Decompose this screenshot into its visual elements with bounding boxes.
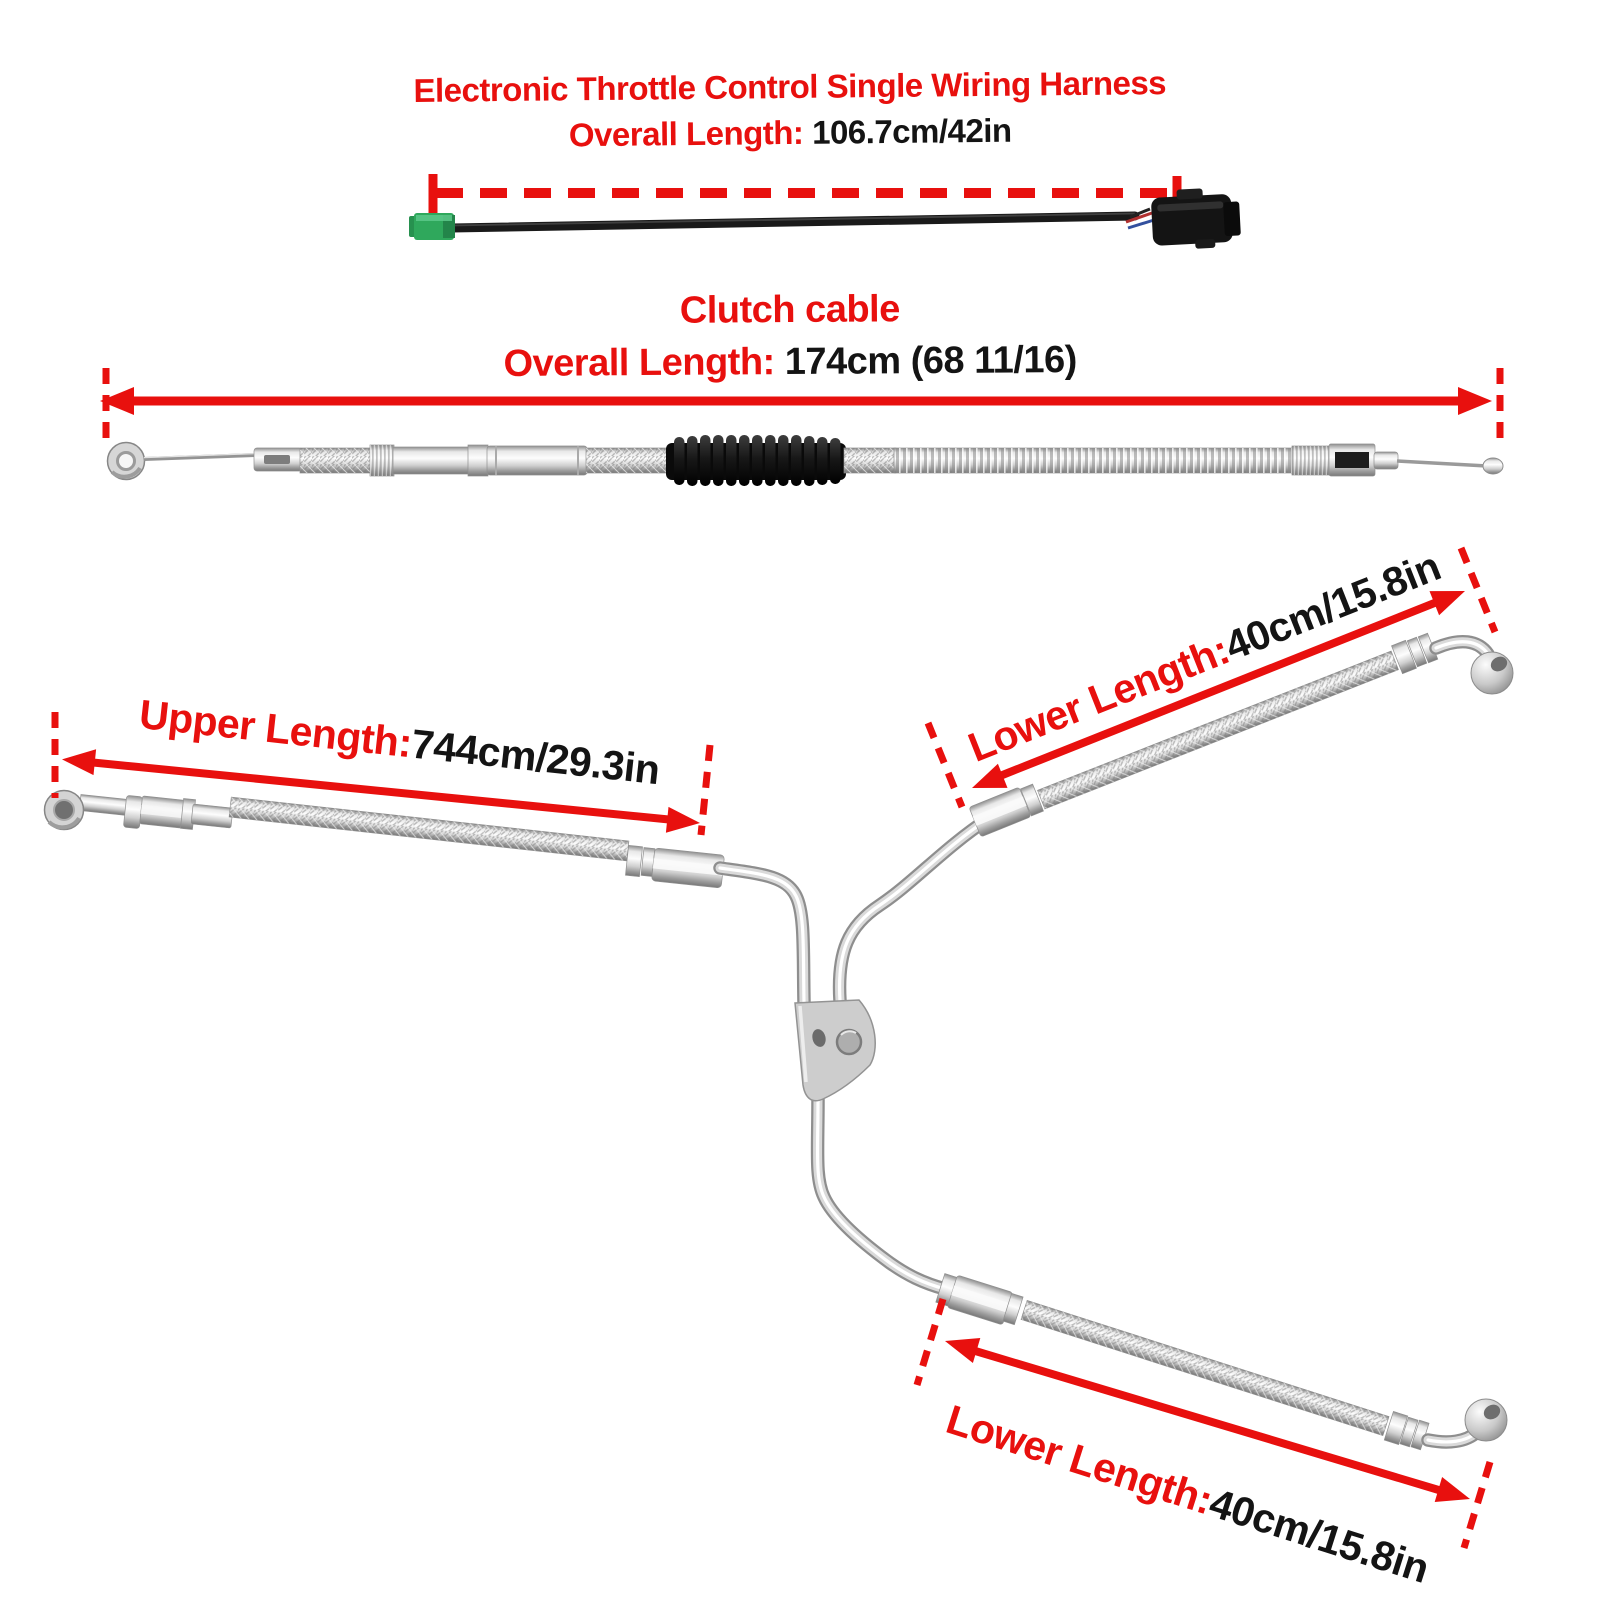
clutch-length-label: Overall Length: <box>503 341 775 386</box>
upper-dimension-line <box>51 712 714 836</box>
clutch-title-block: Clutch cable Overall Length: 174cm (68 1… <box>290 281 1291 393</box>
harness-title-text: Electronic Throttle Control Single Wirin… <box>413 64 1167 109</box>
hard-line-right <box>832 812 995 1008</box>
cable-adjuster-barrel <box>486 445 588 476</box>
harness-dimension-line <box>428 174 1182 215</box>
upper-left-hose <box>43 789 725 889</box>
clutch-title-text: Clutch cable <box>679 288 900 332</box>
harness-title-block: Electronic Throttle Control Single Wirin… <box>290 59 1291 161</box>
clutch-cable-graphic <box>106 435 1504 486</box>
clutch-dimension-line <box>100 368 1504 444</box>
harness-wires <box>1125 207 1155 230</box>
lower-right-hose <box>935 1273 1508 1451</box>
cable-rubber-boot <box>666 435 846 486</box>
black-connector <box>1151 188 1241 249</box>
harness-length-label: Overall Length: <box>568 113 804 153</box>
clutch-length-line: Overall Length: 174cm (68 11/16) <box>290 333 1290 392</box>
mounting-bracket <box>794 999 876 1102</box>
cable-hex-fitting <box>1328 443 1376 477</box>
green-connector <box>409 213 455 240</box>
harness-length-value: 106.7cm/42in <box>803 111 1012 151</box>
wiring-harness-graphic <box>409 188 1241 249</box>
hard-line-lower <box>810 1092 952 1296</box>
lower-right-dimension-line <box>913 1297 1494 1550</box>
upper-right-dimension-line <box>924 546 1499 809</box>
hard-line-left <box>713 861 811 1009</box>
cable-clevis <box>253 447 303 472</box>
brake-line-assembly-graphic <box>43 546 1514 1550</box>
clutch-length-value: 174cm (68 11/16) <box>774 339 1077 384</box>
cable-eyelet <box>106 441 146 481</box>
clutch-title: Clutch cable <box>290 281 1290 340</box>
upper-right-hose <box>969 632 1514 837</box>
